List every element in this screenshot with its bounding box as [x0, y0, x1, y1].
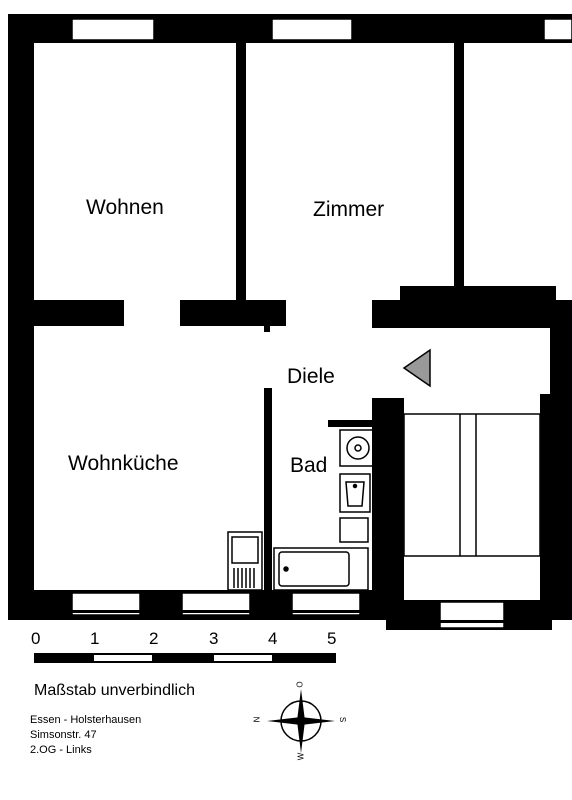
bathtub — [273, 547, 369, 591]
compass-icon — [267, 689, 335, 753]
room-label-zimmer: Zimmer — [313, 198, 385, 221]
address-line-2: Simsonstr. 47 — [30, 729, 97, 741]
room-label-wohnkueche: Wohnküche — [68, 452, 179, 475]
compass-north: N — [252, 716, 262, 723]
staircase — [403, 413, 541, 557]
room-label-wohnen: Wohnen — [86, 196, 164, 219]
scale-bar — [34, 653, 336, 663]
entrance-arrow-icon — [402, 348, 431, 388]
compass-east: O — [295, 681, 305, 688]
scale-tick-5: 5 — [327, 629, 337, 648]
interior-walls — [8, 40, 564, 604]
window-sills — [72, 610, 504, 623]
toilet — [339, 517, 369, 543]
sink — [339, 473, 371, 513]
scale-tick-3: 3 — [209, 629, 219, 648]
scale-caption: Maßstab unverbindlich — [34, 682, 195, 699]
windows — [71, 18, 572, 629]
scale-tick-4: 4 — [268, 629, 278, 648]
room-label-bad: Bad — [290, 454, 328, 477]
room-label-diele: Diele — [287, 365, 335, 388]
address-line-1: Essen - Holsterhausen — [30, 714, 142, 726]
scale-tick-2: 2 — [149, 629, 159, 648]
compass-west: W — [296, 752, 306, 761]
compass-south: S — [338, 716, 348, 723]
stove — [227, 531, 263, 591]
scale-tick-0: 0 — [31, 629, 41, 648]
scale-tick-1: 1 — [90, 629, 100, 648]
washing-machine — [339, 429, 377, 467]
address-line-3: 2.OG - Links — [30, 744, 92, 756]
